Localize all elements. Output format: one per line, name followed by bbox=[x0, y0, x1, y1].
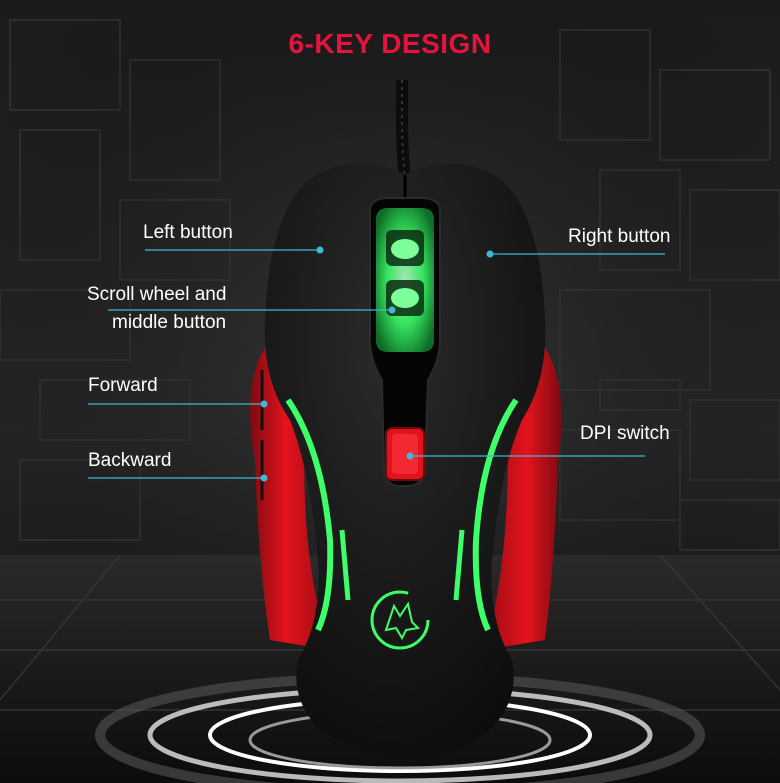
label-scroll-wheel-line2: middle button bbox=[112, 312, 227, 333]
label-left-button: Left button bbox=[143, 222, 233, 243]
page-title: 6-KEY DESIGN bbox=[288, 28, 492, 59]
label-backward: Backward bbox=[88, 450, 172, 471]
gaming-mouse bbox=[250, 163, 562, 760]
callout-leader-lines bbox=[88, 249, 665, 479]
label-dpi-switch: DPI switch bbox=[580, 423, 670, 444]
label-right-button: Right button bbox=[568, 226, 671, 247]
label-forward: Forward bbox=[88, 375, 158, 396]
label-scroll-wheel-line1: Scroll wheel and bbox=[87, 284, 227, 305]
wolf-logo-icon bbox=[370, 590, 430, 650]
callout-dots bbox=[260, 246, 494, 482]
